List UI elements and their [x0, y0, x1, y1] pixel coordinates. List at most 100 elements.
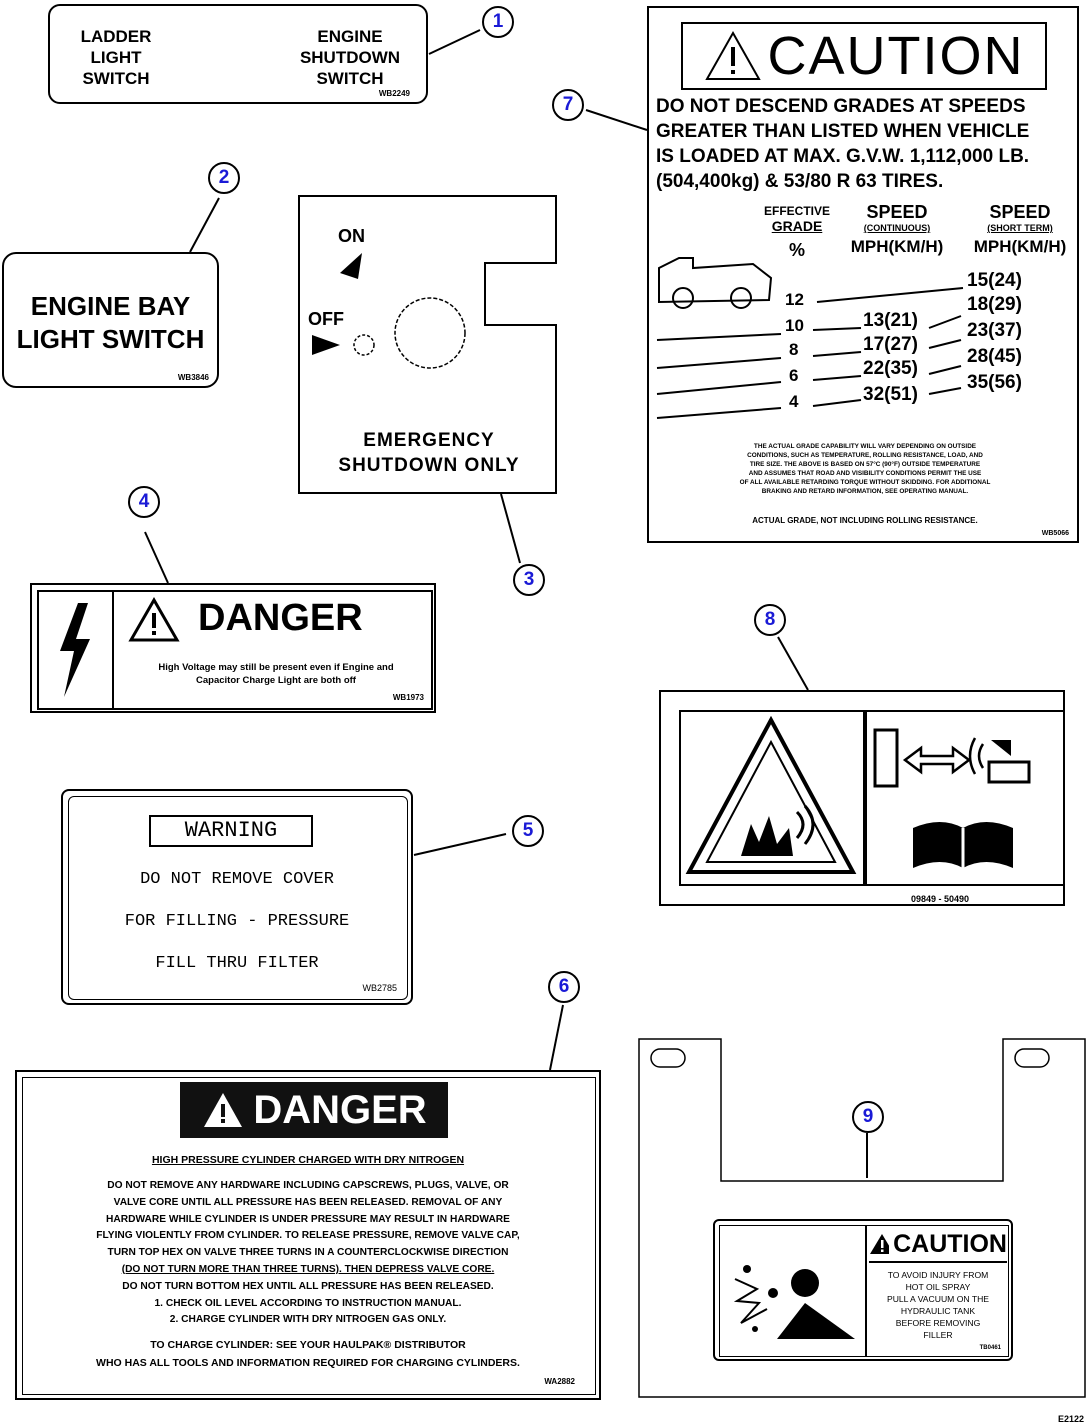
callout-9: 9	[852, 1101, 884, 1133]
short-term-speed-row-5: 35(56)	[967, 372, 1022, 393]
callout-6: 6	[548, 971, 580, 1003]
decal-emergency-shutdown-plate	[298, 195, 557, 494]
decal-engine-bay-light-switch: ENGINE BAY LIGHT SWITCH WB3846	[2, 252, 219, 388]
continuous-speed-column-header: SPEED (CONTINUOUS) MPH(KM/H)	[850, 202, 944, 256]
decal-danger-high-voltage: DANGER High Voltage may still be present…	[30, 583, 436, 713]
grade-row-2: 12	[785, 290, 804, 309]
danger-body: DO NOT REMOVE ANY HARDWARE INCLUDING CAP…	[96, 1180, 520, 1326]
decal-inner-border	[68, 796, 408, 1000]
caution-title-bar: CAUTION	[869, 1227, 1007, 1261]
leader-line-7	[585, 109, 648, 131]
caution-title: CAUTION	[767, 26, 1025, 86]
short-term-speed-row-4: 28(45)	[967, 346, 1022, 367]
decal-code: 09849 - 50490	[911, 894, 970, 904]
decal-inner-border	[719, 1225, 1009, 1357]
caution-fine-print: THE ACTUAL GRADE CAPABILITY WILL VARY DE…	[739, 443, 991, 495]
fire-warning-triangle-icon	[685, 716, 857, 874]
callout-4: 4	[128, 486, 160, 518]
divider	[112, 590, 114, 710]
divider	[865, 1225, 867, 1357]
pictogram-panel-left	[679, 710, 865, 886]
ladder-light-switch-label: LADDER LIGHT SWITCH	[80, 27, 152, 88]
leader-line-4	[144, 531, 169, 584]
grade-row-5: 6	[789, 366, 799, 385]
grade-row-6: 4	[789, 392, 799, 411]
off-arrow-icon	[312, 335, 340, 355]
leader-line-5	[413, 833, 507, 856]
warning-triangle-icon	[704, 30, 761, 80]
short-term-speed-row-1: 15(24)	[967, 270, 1022, 291]
haul-truck-icon	[658, 257, 773, 304]
divider	[869, 1261, 1007, 1263]
warning-body: DO NOT REMOVE COVER FOR FILLING - PRESSU…	[124, 870, 350, 973]
grade-row-4: 8	[789, 340, 799, 359]
leader-line-3	[500, 493, 521, 564]
decal-code: WA2882	[544, 1377, 575, 1386]
warning-triangle-icon	[870, 1234, 890, 1254]
leader-line-8	[777, 636, 809, 691]
caution-title: CAUTION	[893, 1229, 1007, 1258]
danger-title: DANGER	[198, 597, 363, 639]
decal-code: TB0461	[979, 1345, 1001, 1351]
figure-code: E2122	[1057, 1414, 1084, 1424]
decal-danger-nitrogen-cylinder: DANGER HIGH PRESSURE CYLINDER CHARGED WI…	[15, 1070, 601, 1400]
hot-oil-spray-icon	[733, 1265, 855, 1339]
continuous-speed-row-5: 22(35)	[863, 358, 918, 379]
short-term-speed-column-header: SPEED (SHORT TERM) MPH(KM/H)	[973, 202, 1067, 256]
decal-inner-border	[37, 590, 433, 710]
mounting-slot-left	[650, 1048, 686, 1068]
caution-footnote: ACTUAL GRADE, NOT INCLUDING ROLLING RESI…	[752, 516, 978, 525]
short-term-speed-row-2: 18(29)	[967, 294, 1022, 315]
leader-line-1	[428, 29, 481, 55]
warning-title: WARNING	[149, 815, 313, 847]
grade-column-header: EFFECTIVE GRADE %	[763, 204, 830, 260]
danger-title-bar: DANGER	[180, 1082, 448, 1138]
callout-3: 3	[513, 564, 545, 596]
caution-intro: DO NOT DESCEND GRADES AT SPEEDS GREATER …	[656, 96, 1030, 192]
decal-fire-hazard-pictogram: 09849 - 50490	[659, 690, 1065, 906]
continuous-speed-row-3: 13(21)	[863, 310, 918, 331]
callout-1: 1	[482, 6, 514, 38]
warning-triangle-icon	[204, 1093, 243, 1127]
grade-line-12	[816, 287, 964, 303]
caution-title-box: CAUTION	[681, 22, 1047, 90]
off-indicator-icon	[353, 334, 375, 356]
switch-hole-icon	[394, 297, 466, 369]
mounting-slot-right	[1014, 1048, 1050, 1068]
callout-2: 2	[208, 162, 240, 194]
warning-triangle-icon	[128, 597, 180, 642]
decal-caution-hot-oil: CAUTION TO AVOID INJURY FROM HOT OIL SPR…	[713, 1219, 1013, 1361]
decal-warning-filling: WARNING DO NOT REMOVE COVER FOR FILLING …	[61, 789, 413, 1005]
decal-switch-labels: LADDER LIGHT SWITCH ENGINE SHUTDOWN SWIT…	[48, 4, 428, 104]
short-term-speed-row-3: 23(37)	[967, 320, 1022, 341]
continuous-speed-row-6: 32(51)	[863, 384, 918, 405]
decal-code: WB2249	[378, 89, 410, 98]
decal-caution-grade-speeds: CAUTION DO NOT DESCEND GRADES AT SPEEDS …	[647, 6, 1079, 543]
danger-heading: HIGH PRESSURE CYLINDER CHARGED WITH DRY …	[151, 1154, 465, 1166]
decal-inner-border	[22, 1077, 596, 1395]
off-label: OFF	[308, 309, 344, 329]
decal-code: WB3846	[177, 373, 209, 382]
callout-5: 5	[512, 815, 544, 847]
danger-body: High Voltage may still be present even i…	[158, 662, 394, 686]
on-label: ON	[338, 226, 365, 246]
emergency-shutdown-text: EMERGENCY SHUTDOWN ONLY	[338, 430, 520, 476]
danger-title: DANGER	[253, 1087, 427, 1132]
decal-code: WB5066	[1041, 530, 1069, 537]
decal-code: WB1973	[392, 693, 424, 702]
pictogram-panel-right	[865, 710, 1065, 886]
leader-line-2	[189, 197, 220, 253]
engine-shutdown-switch-label: ENGINE SHUTDOWN SWITCH	[299, 27, 401, 88]
decal-code: WB2785	[362, 983, 397, 993]
continuous-speed-row-4: 17(27)	[863, 334, 918, 355]
engine-bay-light-switch-label: ENGINE BAY LIGHT SWITCH	[16, 291, 205, 354]
haul-truck-grade-diagram	[656, 257, 964, 419]
callout-7: 7	[552, 89, 584, 121]
callout-8: 8	[754, 604, 786, 636]
grade-row-3: 10	[785, 316, 804, 335]
lightning-bolt-icon	[60, 603, 90, 697]
on-arrow-icon	[340, 253, 362, 279]
leader-line-6	[549, 1004, 564, 1071]
caution-body: TO AVOID INJURY FROM HOT OIL SPRAY PULL …	[886, 1270, 990, 1340]
danger-footer: TO CHARGE CYLINDER: SEE YOUR HAULPAK® DI…	[96, 1339, 520, 1369]
